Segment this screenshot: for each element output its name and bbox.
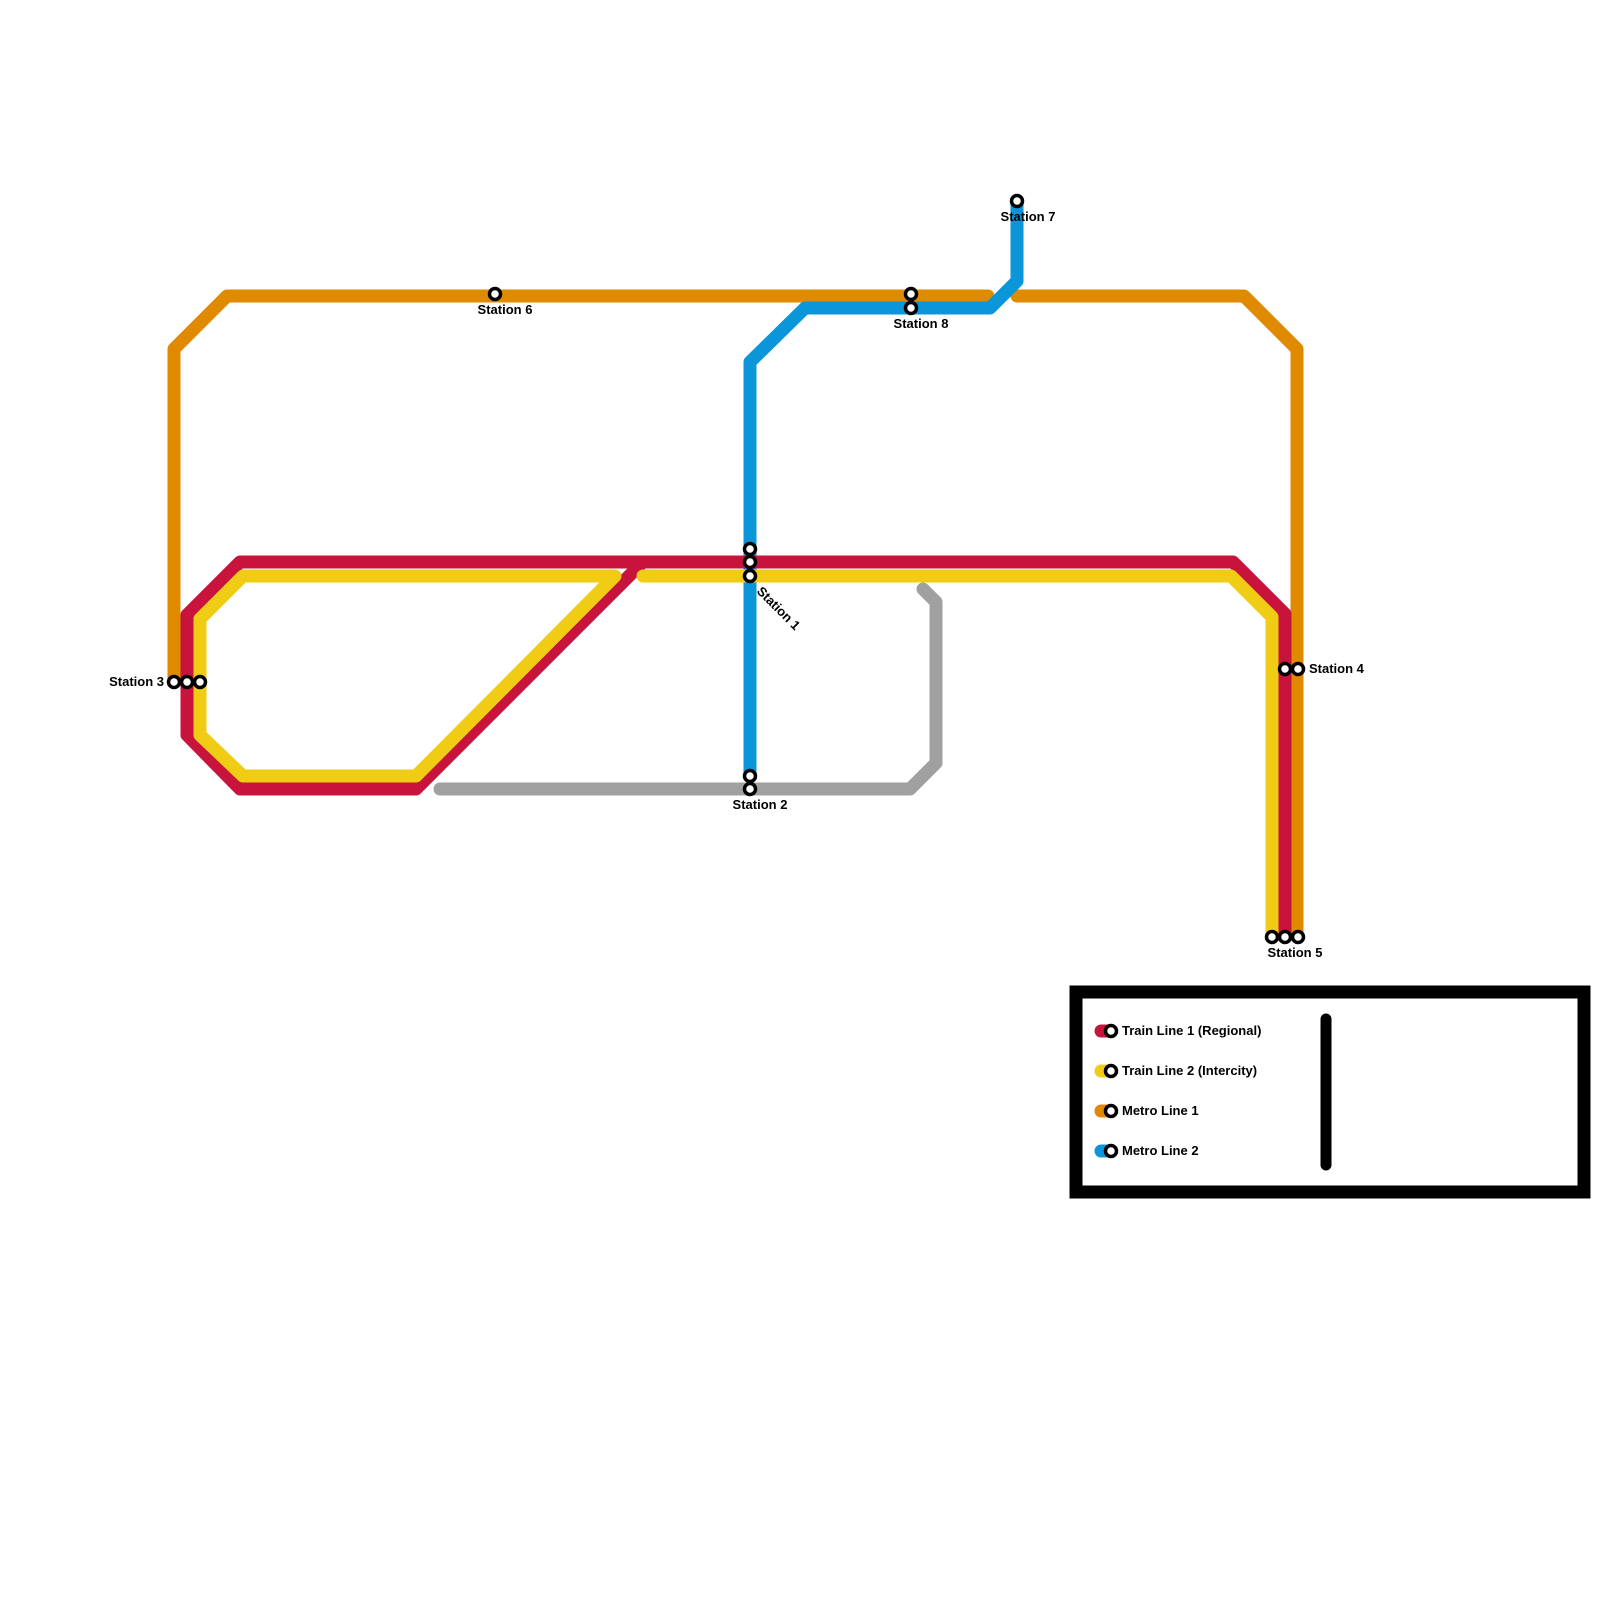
legend-label: Train Line 2 (Intercity) (1122, 1063, 1257, 1078)
station-1-label: Station 1 (754, 584, 803, 633)
metro-line-1-west-segment (167, 289, 995, 689)
metro-line-1-east-segment (1010, 289, 1304, 943)
train-line-2-loop (193, 569, 622, 783)
station-2-markers[interactable] (742, 768, 758, 797)
station-4-label: Station 4 (1309, 661, 1365, 676)
station-6-label: Station 6 (478, 302, 533, 317)
station-1-markers[interactable] (742, 541, 758, 584)
legend-label: Train Line 1 (Regional) (1122, 1023, 1261, 1038)
legend-item-train-line-2: Train Line 2 (Intercity) (1094, 1063, 1257, 1079)
station-3-markers[interactable] (166, 674, 208, 690)
legend: Train Line 1 (Regional) Train Line 2 (In… (1069, 985, 1591, 1199)
legend-label: Metro Line 2 (1122, 1143, 1199, 1158)
station-5-markers[interactable] (1264, 929, 1306, 945)
station-3-label: Station 3 (109, 674, 164, 689)
legend-item-metro-line-1: Metro Line 1 (1094, 1103, 1199, 1119)
station-5-label: Station 5 (1268, 945, 1323, 960)
legend-item-metro-line-2: Metro Line 2 (1094, 1143, 1199, 1159)
legend-label: Metro Line 1 (1122, 1103, 1199, 1118)
train-line-2-main (636, 569, 1279, 943)
train-line-1 (180, 555, 1292, 943)
station-8-label: Station 8 (894, 316, 949, 331)
legend-item-train-line-1: Train Line 1 (Regional) (1094, 1023, 1261, 1039)
metro-line-2 (743, 194, 1024, 783)
station-2-label: Station 2 (733, 797, 788, 812)
station-4-markers[interactable] (1277, 661, 1306, 677)
station-7-label: Station 7 (1001, 209, 1056, 224)
station-7-marker[interactable] (1009, 193, 1025, 209)
station-6-marker[interactable] (487, 286, 503, 302)
station-8-markers[interactable] (903, 286, 919, 316)
